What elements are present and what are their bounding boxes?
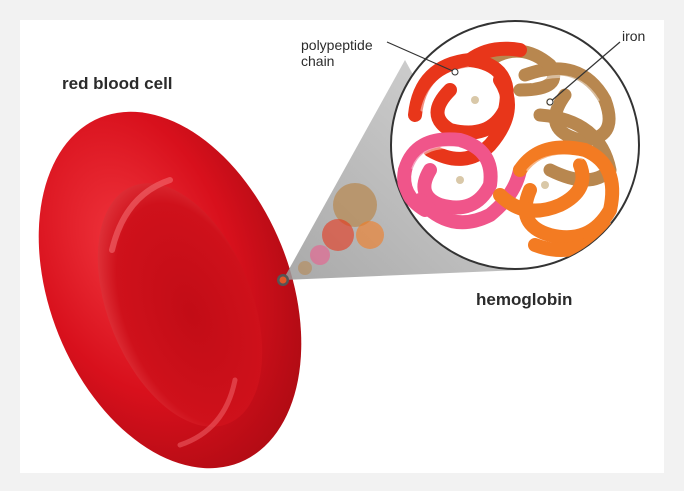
figure-panel: red blood cell hemoglobin polypeptide ch…	[20, 20, 664, 473]
red-blood-cell-label: red blood cell	[62, 74, 173, 94]
hemoglobin-label: hemoglobin	[476, 290, 572, 310]
polypeptide-chain-label-line1: polypeptide	[301, 37, 373, 53]
polypeptide-chain-label: polypeptide chain	[301, 37, 373, 69]
iron-label: iron	[622, 28, 645, 44]
polypeptide-chain-label-line2: chain	[301, 53, 373, 69]
